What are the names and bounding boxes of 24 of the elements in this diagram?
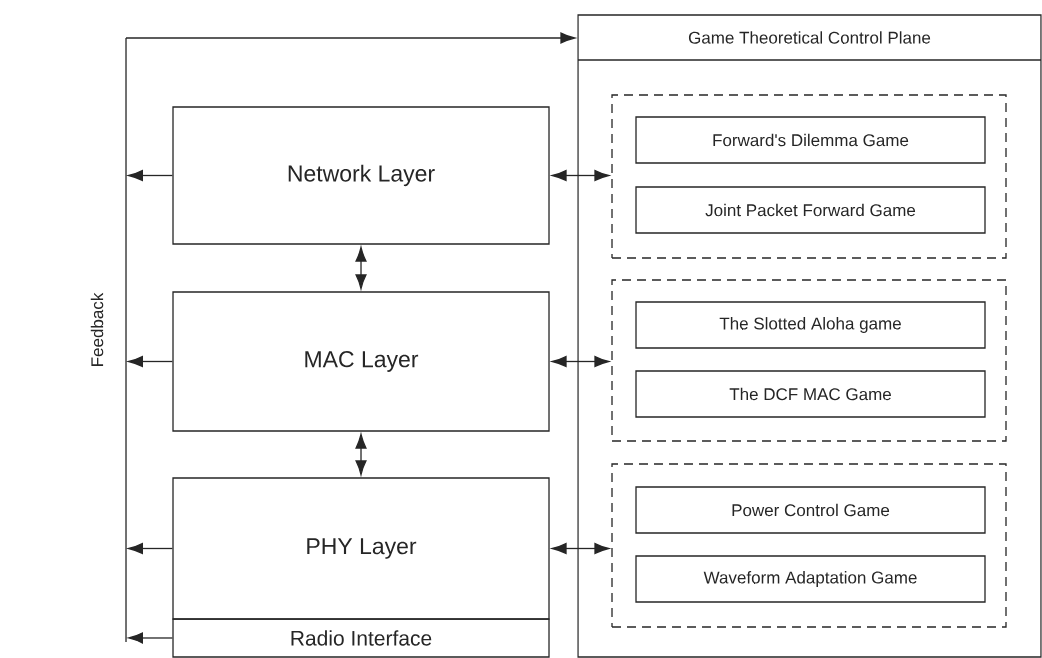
- dashed-group-box: [611, 94, 1007, 259]
- game-box: The Slotted Aloha game: [635, 301, 986, 349]
- arrow: [128, 169, 173, 182]
- layer-box: MAC Layer: [172, 291, 550, 432]
- arrow: [128, 632, 173, 644]
- arrow: [551, 542, 610, 555]
- arrow: [355, 246, 367, 290]
- dashed-group-box: [611, 463, 1007, 628]
- layer-box: Network Layer: [172, 106, 550, 245]
- layer-box: PHY Layer: [172, 477, 550, 620]
- game-box: Joint Packet Forward Game: [635, 186, 986, 234]
- interface-box: Radio Interface: [172, 618, 550, 658]
- arrow: [551, 355, 610, 368]
- arrow: [125, 32, 576, 44]
- game-box: Power Control Game: [635, 486, 986, 534]
- arrow: [355, 433, 367, 476]
- game-box: Forward's Dilemma Game: [635, 116, 986, 164]
- game-box: The DCF MAC Game: [635, 370, 986, 418]
- arrow: [128, 355, 173, 368]
- game-box: Waveform Adaptation Game: [635, 555, 986, 603]
- arrow: [128, 542, 173, 555]
- arrow: [551, 169, 610, 182]
- dashed-group-box: [611, 279, 1007, 442]
- side-label: Feedback: [90, 292, 104, 366]
